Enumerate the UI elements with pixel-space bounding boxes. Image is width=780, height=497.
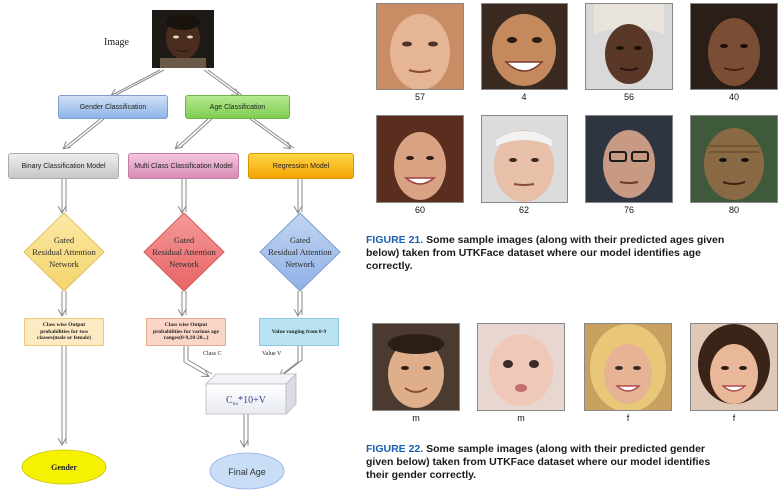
sample-face-image xyxy=(585,115,673,203)
age-label: 4 xyxy=(521,92,527,102)
gran-text-line: Gated xyxy=(290,235,311,245)
binary-classification-model-box: Binary Classification Model xyxy=(8,153,119,179)
regression-output-box: Value ranging from 0-9 xyxy=(259,318,339,346)
gran-text-line: Gated xyxy=(54,235,75,245)
caption-line: their gender correctly. xyxy=(366,469,477,481)
age-label: 62 xyxy=(518,205,529,215)
gender-final-label: Gender xyxy=(51,463,77,472)
sample-face-image xyxy=(690,323,778,411)
figure-22-caption: FIGURE 22. Some sample images (along wit… xyxy=(366,443,778,482)
image-label: Image xyxy=(104,37,130,48)
figure-21-caption: FIGURE 21. Some sample images (along wit… xyxy=(366,234,778,273)
sample-face-image xyxy=(585,3,673,90)
sample-face-image xyxy=(481,115,568,203)
gran-text-line: Network xyxy=(285,259,315,269)
value-v-label: Value V xyxy=(262,351,282,357)
sample-face-image xyxy=(584,323,672,411)
sample-face-image xyxy=(690,3,778,90)
sample-face-image xyxy=(376,3,464,90)
age-label: 40 xyxy=(728,92,739,102)
formula-text: Cno*10+V xyxy=(226,395,267,407)
gran-diamond-multiclass xyxy=(143,212,225,292)
gran-diamond-regression xyxy=(259,212,341,292)
age-class-output-box: Class wise Output probabilities for vari… xyxy=(146,318,226,346)
gender-label: f xyxy=(626,413,630,423)
sample-face-image xyxy=(376,115,464,203)
gender-label: f xyxy=(732,413,736,423)
age-label: 60 xyxy=(414,205,425,215)
formula-box: Cno*10+V xyxy=(205,373,297,415)
arrows xyxy=(62,69,303,446)
final-age-label: Final Age xyxy=(228,467,266,477)
gender-output-box: Class wise Output probabilities for two … xyxy=(24,318,104,346)
caption-line: Some sample images (along with their pre… xyxy=(426,443,706,455)
age-label: 76 xyxy=(623,205,634,215)
gender-label: m xyxy=(412,413,420,423)
gran-diamond-gender xyxy=(23,212,105,292)
age-label: 80 xyxy=(728,205,739,215)
age-label: 57 xyxy=(414,92,425,102)
final-age-node xyxy=(209,452,285,490)
regression-model-box: Regression Model xyxy=(248,153,354,179)
sample-face-image xyxy=(477,323,565,411)
sample-face-image xyxy=(481,3,568,90)
multiclass-classification-model-box: Multi Class Classification Model xyxy=(128,153,239,179)
caption-line: Some sample images (along with their pre… xyxy=(426,234,725,246)
caption-line: given below) taken from UTKFace dataset … xyxy=(366,456,711,468)
age-classification-box: Age Classification xyxy=(185,95,290,119)
gran-text-line: Network xyxy=(49,259,79,269)
caption-line: below) taken from UTKFace dataset where … xyxy=(366,247,701,259)
figure-22-label: FIGURE 22. xyxy=(366,443,424,455)
gender-label: m xyxy=(517,413,525,423)
gender-classification-box: Gender Classification xyxy=(58,95,168,119)
sample-face-image xyxy=(372,323,460,411)
flow-diagram: Image xyxy=(21,10,341,490)
gran-text-line: Residual Attention xyxy=(268,247,332,257)
caption-line: correctly. xyxy=(366,260,413,272)
figure-21-label: FIGURE 21. xyxy=(366,234,424,246)
gran-text-line: Gated xyxy=(174,235,195,245)
gran-text-line: Residual Attention xyxy=(32,247,96,257)
age-label: 56 xyxy=(623,92,634,102)
sample-face-image xyxy=(690,115,778,203)
gran-text-line: Network xyxy=(169,259,199,269)
gender-final-node xyxy=(21,449,107,485)
gran-text-line: Residual Attention xyxy=(152,247,216,257)
input-face-image xyxy=(152,10,214,68)
class-c-label: Class C xyxy=(203,351,222,357)
